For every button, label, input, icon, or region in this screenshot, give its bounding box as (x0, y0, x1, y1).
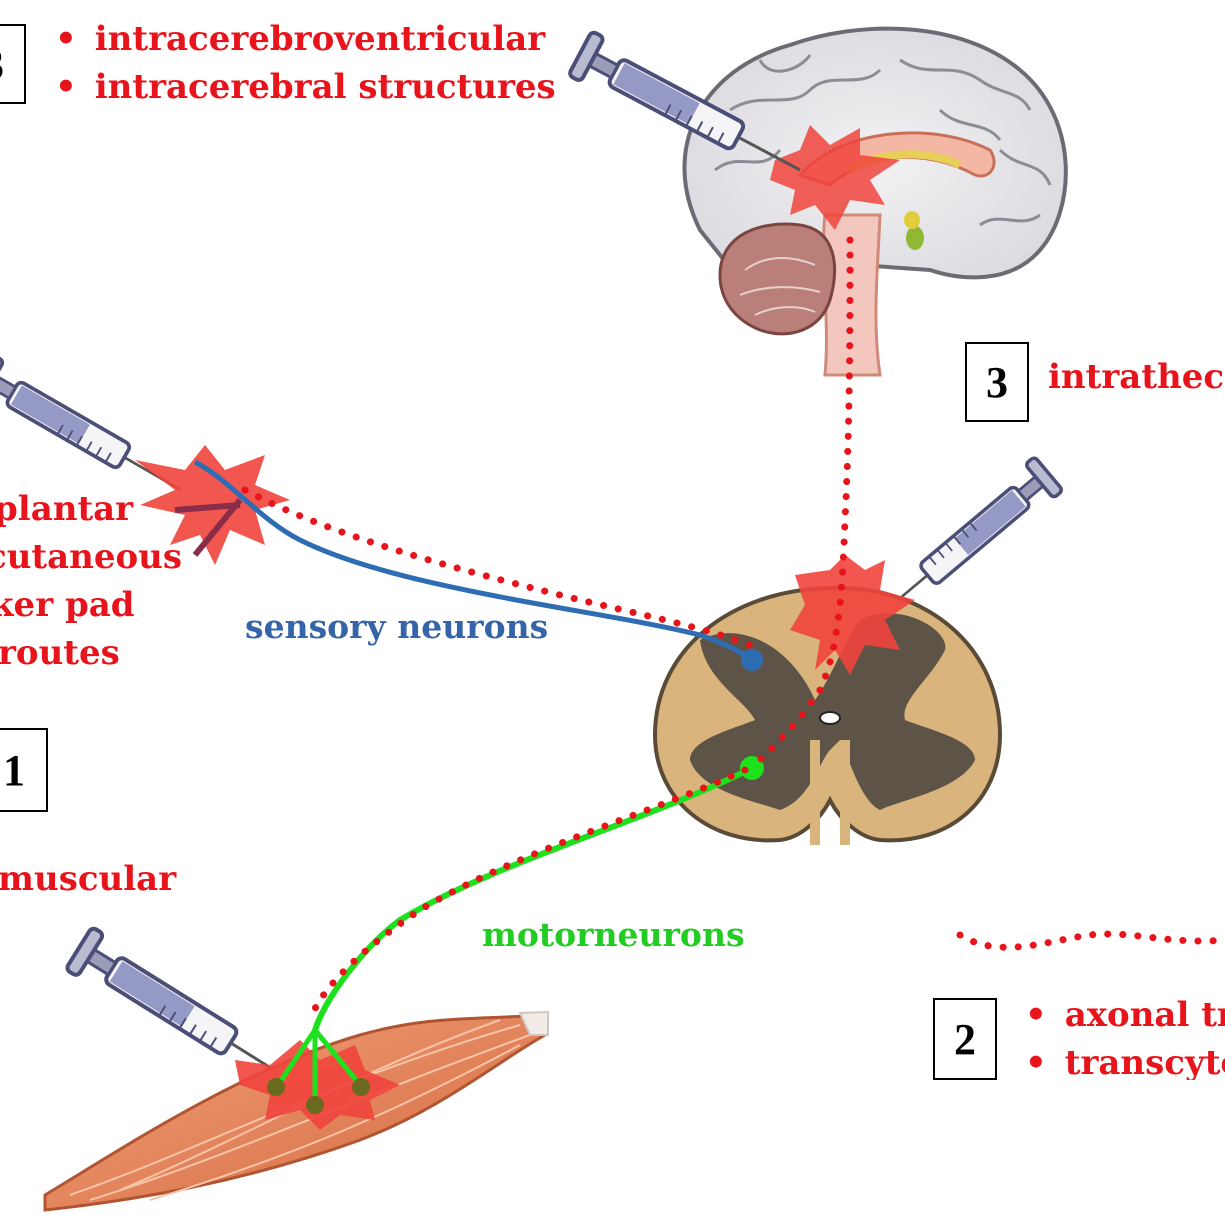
route-intracerebral-label: intracerebral structures (55, 70, 556, 104)
transport-line-1: axonal tra (1025, 998, 1225, 1032)
route-box-3-top-text: 3 (0, 39, 4, 90)
transport-line-2-text: transcyto (1064, 1046, 1225, 1080)
transport-line-2: transcyto (1025, 1046, 1225, 1080)
plantar-line-4: routes (0, 633, 120, 673)
spinal-injection-burst (790, 555, 915, 675)
route-box-1-text: 1 (3, 745, 25, 795)
route-intrathecal-label: intrathecal (1048, 360, 1225, 394)
route-box-3-intrathecal: 3 (965, 342, 1029, 422)
spinal-cord-cross-section (652, 555, 1003, 845)
syringe-plantar-icon (0, 352, 194, 512)
plantar-line-1: plantar (0, 489, 134, 529)
transport-line-1-text: axonal tra (1064, 998, 1225, 1032)
muscle-illustration (43, 1010, 549, 1212)
motor-neuron-path (312, 765, 754, 1031)
brain-injection-burst (770, 125, 900, 230)
motor-endplates (275, 1028, 362, 1105)
brain-illustration (682, 26, 1068, 377)
route-box-3-top: 3 (0, 24, 26, 104)
sensory-neuron-path (193, 459, 754, 663)
route-intracerebral-text: intracerebral structures (94, 67, 556, 107)
motorneurons-label: motorneurons (482, 915, 745, 954)
plantar-line-2: cutaneous (0, 537, 183, 577)
route-icv-text: intracerebroventricular (94, 19, 546, 59)
sensory-neurons-label: sensory neurons (245, 607, 549, 646)
route-box-2-text: 2 (954, 1014, 976, 1064)
route-icv-label: intracerebroventricular (55, 22, 545, 56)
intramuscular-label: muscular (0, 859, 177, 899)
route-box-3-intrathecal-text: 3 (986, 357, 1008, 407)
route-box-1: 1 (0, 728, 48, 812)
transport-dotted-routes (241, 236, 1225, 1024)
sensory-neuron-soma (741, 649, 763, 671)
plantar-line-3: ker pad (0, 585, 135, 625)
route-box-2: 2 (933, 998, 997, 1080)
